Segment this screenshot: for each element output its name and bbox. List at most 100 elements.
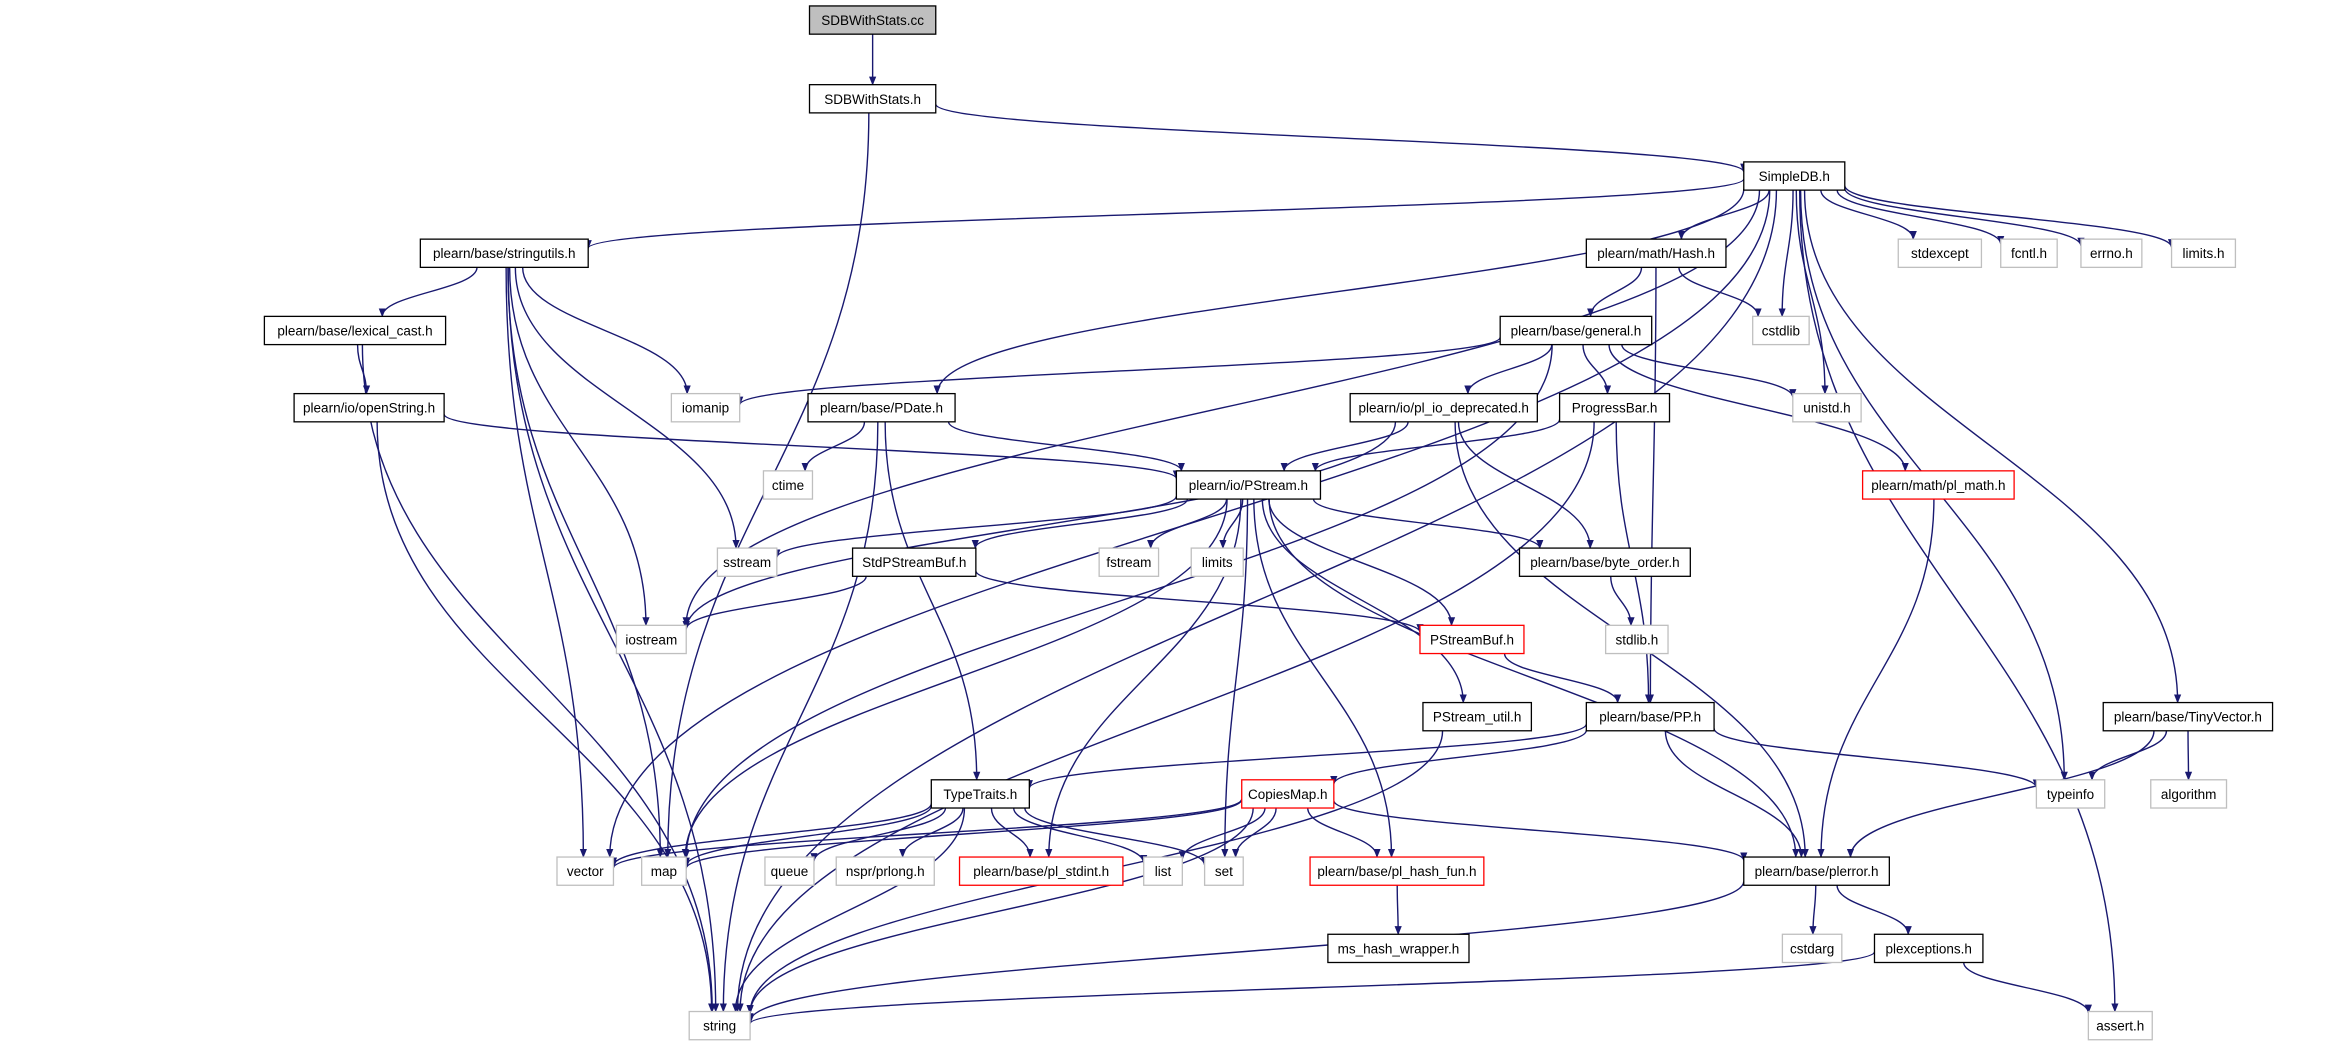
edge-layer xyxy=(356,34,2193,1025)
node-label: plearn/base/pl_hash_fun.h xyxy=(1317,864,1476,879)
node-cstdarg: cstdarg xyxy=(1781,933,1843,964)
node-label: ms_hash_wrapper.h xyxy=(1338,941,1460,956)
node-box xyxy=(556,856,615,886)
dependency-arrow xyxy=(507,267,664,858)
node-pstream-h[interactable]: plearn/io/PStream.h xyxy=(1175,470,1322,500)
dependency-edge-stringutils_h-to-string xyxy=(507,267,720,1013)
node-box xyxy=(808,84,937,114)
dependency-arrow xyxy=(935,103,1748,173)
dependency-edge-stdpstreambuf_h-to-iostream xyxy=(682,576,867,631)
node-box xyxy=(263,315,447,346)
dependency-arrow xyxy=(933,188,1745,395)
node-pdate-h[interactable]: plearn/base/PDate.h xyxy=(807,392,956,423)
node-simpledb-h[interactable]: SimpleDB.h xyxy=(1743,161,1846,191)
dependency-arrow xyxy=(1809,885,1817,936)
dependency-edge-simpledb_h-to-errno_h xyxy=(1844,188,2085,247)
node-label: sstream xyxy=(723,555,771,570)
dependency-edge-stringutils_h-to-sstream xyxy=(514,267,740,549)
node-box xyxy=(670,392,741,423)
dependency-edge-pstream_h-to-pstreambuf_h xyxy=(1268,499,1456,627)
node-typeinfo: typeinfo xyxy=(2035,779,2106,809)
node-box xyxy=(1781,933,1843,964)
node-label: TypeTraits.h xyxy=(943,787,1017,802)
dependency-edge-stdpstreambuf_h-to-pstreambuf_h xyxy=(975,570,1424,634)
dependency-arrow xyxy=(378,267,478,318)
dependency-edge-sdbwithstats_h-to-simpledb_h xyxy=(935,103,1748,173)
node-sdbwithstats-h[interactable]: SDBWithStats.h xyxy=(808,84,937,114)
dependency-arrow xyxy=(1608,344,1909,472)
dependency-edge-plexceptions_h-to-string xyxy=(746,951,1876,1025)
node-label: plearn/base/PP.h xyxy=(1599,710,1701,725)
dependency-arrow xyxy=(521,267,691,395)
dependency-arrow xyxy=(1013,807,1148,864)
node-label: plearn/base/pl_stdint.h xyxy=(973,864,1109,879)
node-label: set xyxy=(1215,864,1233,879)
node-hash-h[interactable]: plearn/math/Hash.h xyxy=(1585,238,1727,269)
node-lexical-cast-h[interactable]: plearn/base/lexical_cast.h xyxy=(263,315,447,346)
node-label: limits xyxy=(1202,555,1233,570)
node-label: errno.h xyxy=(2090,246,2133,261)
node-pl-io-deprecated-h[interactable]: plearn/io/pl_io_deprecated.h xyxy=(1349,392,1538,423)
node-pstreambuf-h[interactable]: PStreamBuf.h xyxy=(1419,624,1525,655)
dependency-edge-copiesmap_h-to-plerror_h xyxy=(1333,800,1748,862)
node-box xyxy=(1585,701,1715,732)
dependency-edge-typetraits_h-to-list xyxy=(1013,807,1148,864)
node-box xyxy=(1098,547,1160,577)
node-label: PStreamBuf.h xyxy=(1430,632,1514,647)
node-stringutils-h[interactable]: plearn/base/stringutils.h xyxy=(419,238,589,269)
node-label: cstdarg xyxy=(1790,941,1834,956)
node-label: queue xyxy=(771,864,809,879)
dependency-arrow xyxy=(1330,729,1588,785)
dependency-arrow xyxy=(1836,885,1912,936)
node-box xyxy=(1190,547,1244,577)
node-stdpstreambuf-h[interactable]: StdPStreamBuf.h xyxy=(851,547,977,577)
node-label: plearn/base/stringutils.h xyxy=(433,246,576,261)
node-openstring-h[interactable]: plearn/io/openString.h xyxy=(293,392,445,423)
dependency-arrow xyxy=(1846,730,2155,858)
node-progressbar-h[interactable]: ProgressBar.h xyxy=(1558,392,1671,423)
node-stdlib-h: stdlib.h xyxy=(1604,624,1669,655)
dependency-edge-typetraits_h-to-vector xyxy=(609,803,933,867)
dependency-arrow xyxy=(773,495,1178,559)
node-label: assert.h xyxy=(2096,1019,2144,1034)
node-label: SDBWithStats.h xyxy=(824,92,921,107)
node-pp-h[interactable]: plearn/base/PP.h xyxy=(1585,701,1715,732)
node-plerror-h[interactable]: plearn/base/plerror.h xyxy=(1743,856,1890,886)
node-label: ctime xyxy=(772,478,804,493)
node-label: algorithm xyxy=(2161,787,2217,802)
node-label: plearn/base/PDate.h xyxy=(820,401,943,416)
node-label: typeinfo xyxy=(2047,787,2094,802)
dependency-arrow xyxy=(731,808,966,1013)
node-string: string xyxy=(688,1010,751,1041)
node-byte-order-h[interactable]: plearn/base/byte_order.h xyxy=(1518,547,1691,577)
dependency-edge-simpledb_h-to-iostream xyxy=(682,190,1761,627)
node-general-h[interactable]: plearn/base/general.h xyxy=(1499,315,1653,346)
node-typetraits-h[interactable]: TypeTraits.h xyxy=(930,779,1030,809)
dependency-arrow xyxy=(1219,499,1244,549)
node-label: StdPStreamBuf.h xyxy=(862,555,966,570)
node-label: plexceptions.h xyxy=(1886,941,1972,956)
dependency-edge-general_h-to-progressbar_h xyxy=(1582,344,1612,395)
dependency-arrow xyxy=(1280,421,1409,472)
dependency-edge-lexical_cast_h-to-openstring_h xyxy=(356,344,371,395)
node-sdbwithstats-cc[interactable]: SDBWithStats.cc xyxy=(808,5,937,35)
node-pl-stdint-h[interactable]: plearn/base/pl_stdint.h xyxy=(958,856,1124,886)
node-stdexcept: stdexcept xyxy=(1897,238,1983,269)
node-label: plearn/math/Hash.h xyxy=(1597,246,1715,261)
dependency-edge-pstream_h-to-pl_hash_fun_h xyxy=(1253,499,1396,858)
dependency-arrow xyxy=(1268,499,1800,858)
node-label: iomanip xyxy=(682,401,729,416)
node-box xyxy=(1752,315,1810,346)
node-pl-math-h[interactable]: plearn/math/pl_math.h xyxy=(1861,470,2015,500)
node-pstream-util-h[interactable]: PStream_util.h xyxy=(1422,701,1533,732)
dependency-edge-simpledb_h-to-fcntl_h xyxy=(1836,189,2005,245)
dependency-arrow xyxy=(1394,885,1402,936)
node-tinyvector-h[interactable]: plearn/base/TinyVector.h xyxy=(2102,701,2274,732)
node-plexceptions-h[interactable]: plexceptions.h xyxy=(1873,933,1984,964)
node-copiesmap-h[interactable]: CopiesMap.h xyxy=(1241,779,1335,809)
dependency-arrow xyxy=(682,190,1761,627)
dependency-arrow xyxy=(1311,419,1561,472)
node-box xyxy=(1349,392,1538,423)
node-ms-hash-wrapper-h[interactable]: ms_hash_wrapper.h xyxy=(1327,933,1470,964)
node-pl-hash-fun-h[interactable]: plearn/base/pl_hash_fun.h xyxy=(1309,856,1485,886)
